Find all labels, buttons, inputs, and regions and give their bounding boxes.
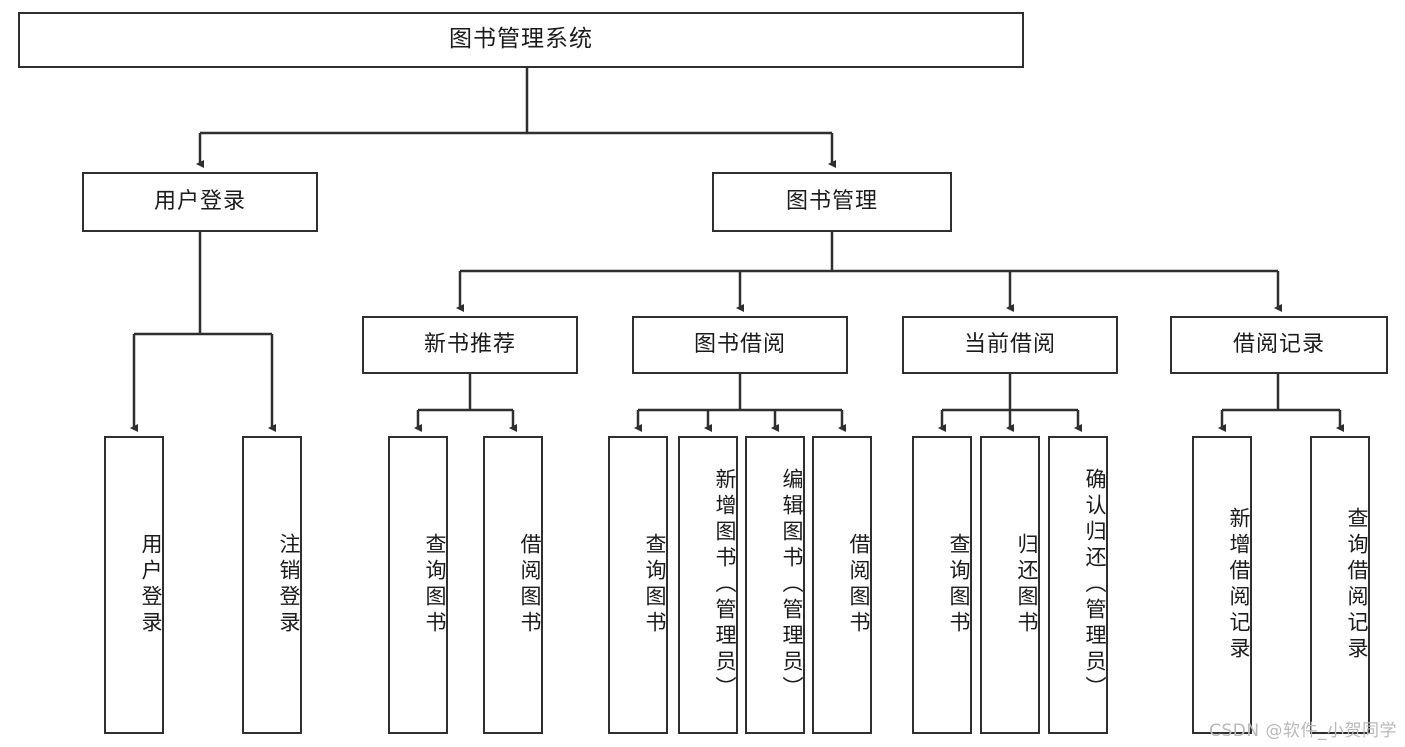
node-user-login[interactable]: 用户登录 [82,172,318,232]
node-new-book-recommend-label: 新书推荐 [423,331,516,357]
node-borrow-records-label: 借阅记录 [1232,331,1325,357]
leaf-borrow-add-book-admin-label: 新增图书（管理员） [713,468,737,702]
leaf-new-book-query-label: 查询图书 [423,533,447,637]
node-new-book-recommend[interactable]: 新书推荐 [362,316,578,374]
watermark: CSDN @软件_小贺同学 [1209,721,1397,741]
node-root-label: 图书管理系统 [449,26,593,53]
leaf-user-login-signin[interactable]: 用户登录 [104,436,164,734]
node-book-borrow-label: 图书借阅 [693,331,786,357]
leaf-current-query-book[interactable]: 查询图书 [912,436,972,734]
leaf-records-add-record-label: 新增借阅记录 [1227,507,1251,663]
leaf-records-query-record[interactable]: 查询借阅记录 [1310,436,1370,734]
leaf-records-add-record[interactable]: 新增借阅记录 [1192,436,1252,734]
leaf-records-query-record-label: 查询借阅记录 [1345,507,1369,663]
leaf-user-login-signout-label: 注销登录 [277,533,301,637]
node-current-borrow[interactable]: 当前借阅 [902,316,1118,374]
leaf-borrow-edit-book-admin-label: 编辑图书（管理员） [780,468,804,702]
leaf-current-confirm-return-admin-label: 确认归还（管理员） [1083,468,1107,702]
leaf-borrow-edit-book-admin[interactable]: 编辑图书（管理员） [745,436,805,734]
leaf-borrow-borrow-book-label: 借阅图书 [847,533,871,637]
node-root[interactable]: 图书管理系统 [18,12,1024,68]
node-user-login-label: 用户登录 [153,188,246,214]
leaf-current-confirm-return-admin[interactable]: 确认归还（管理员） [1048,436,1108,734]
leaf-borrow-query-book[interactable]: 查询图书 [608,436,668,734]
node-book-borrow[interactable]: 图书借阅 [632,316,848,374]
node-borrow-records[interactable]: 借阅记录 [1170,316,1388,374]
node-book-management[interactable]: 图书管理 [712,172,952,232]
leaf-current-return-book-label: 归还图书 [1015,533,1039,637]
leaf-current-query-book-label: 查询图书 [947,533,971,637]
leaf-new-book-borrow-label: 借阅图书 [518,533,542,637]
leaf-user-login-signin-label: 用户登录 [139,533,163,637]
leaf-borrow-add-book-admin[interactable]: 新增图书（管理员） [678,436,738,734]
leaf-user-login-signout[interactable]: 注销登录 [242,436,302,734]
leaf-borrow-borrow-book[interactable]: 借阅图书 [812,436,872,734]
node-current-borrow-label: 当前借阅 [963,331,1056,357]
leaf-borrow-query-book-label: 查询图书 [643,533,667,637]
leaf-new-book-query[interactable]: 查询图书 [388,436,448,734]
leaf-new-book-borrow[interactable]: 借阅图书 [483,436,543,734]
node-book-management-label: 图书管理 [785,188,878,214]
leaf-current-return-book[interactable]: 归还图书 [980,436,1040,734]
